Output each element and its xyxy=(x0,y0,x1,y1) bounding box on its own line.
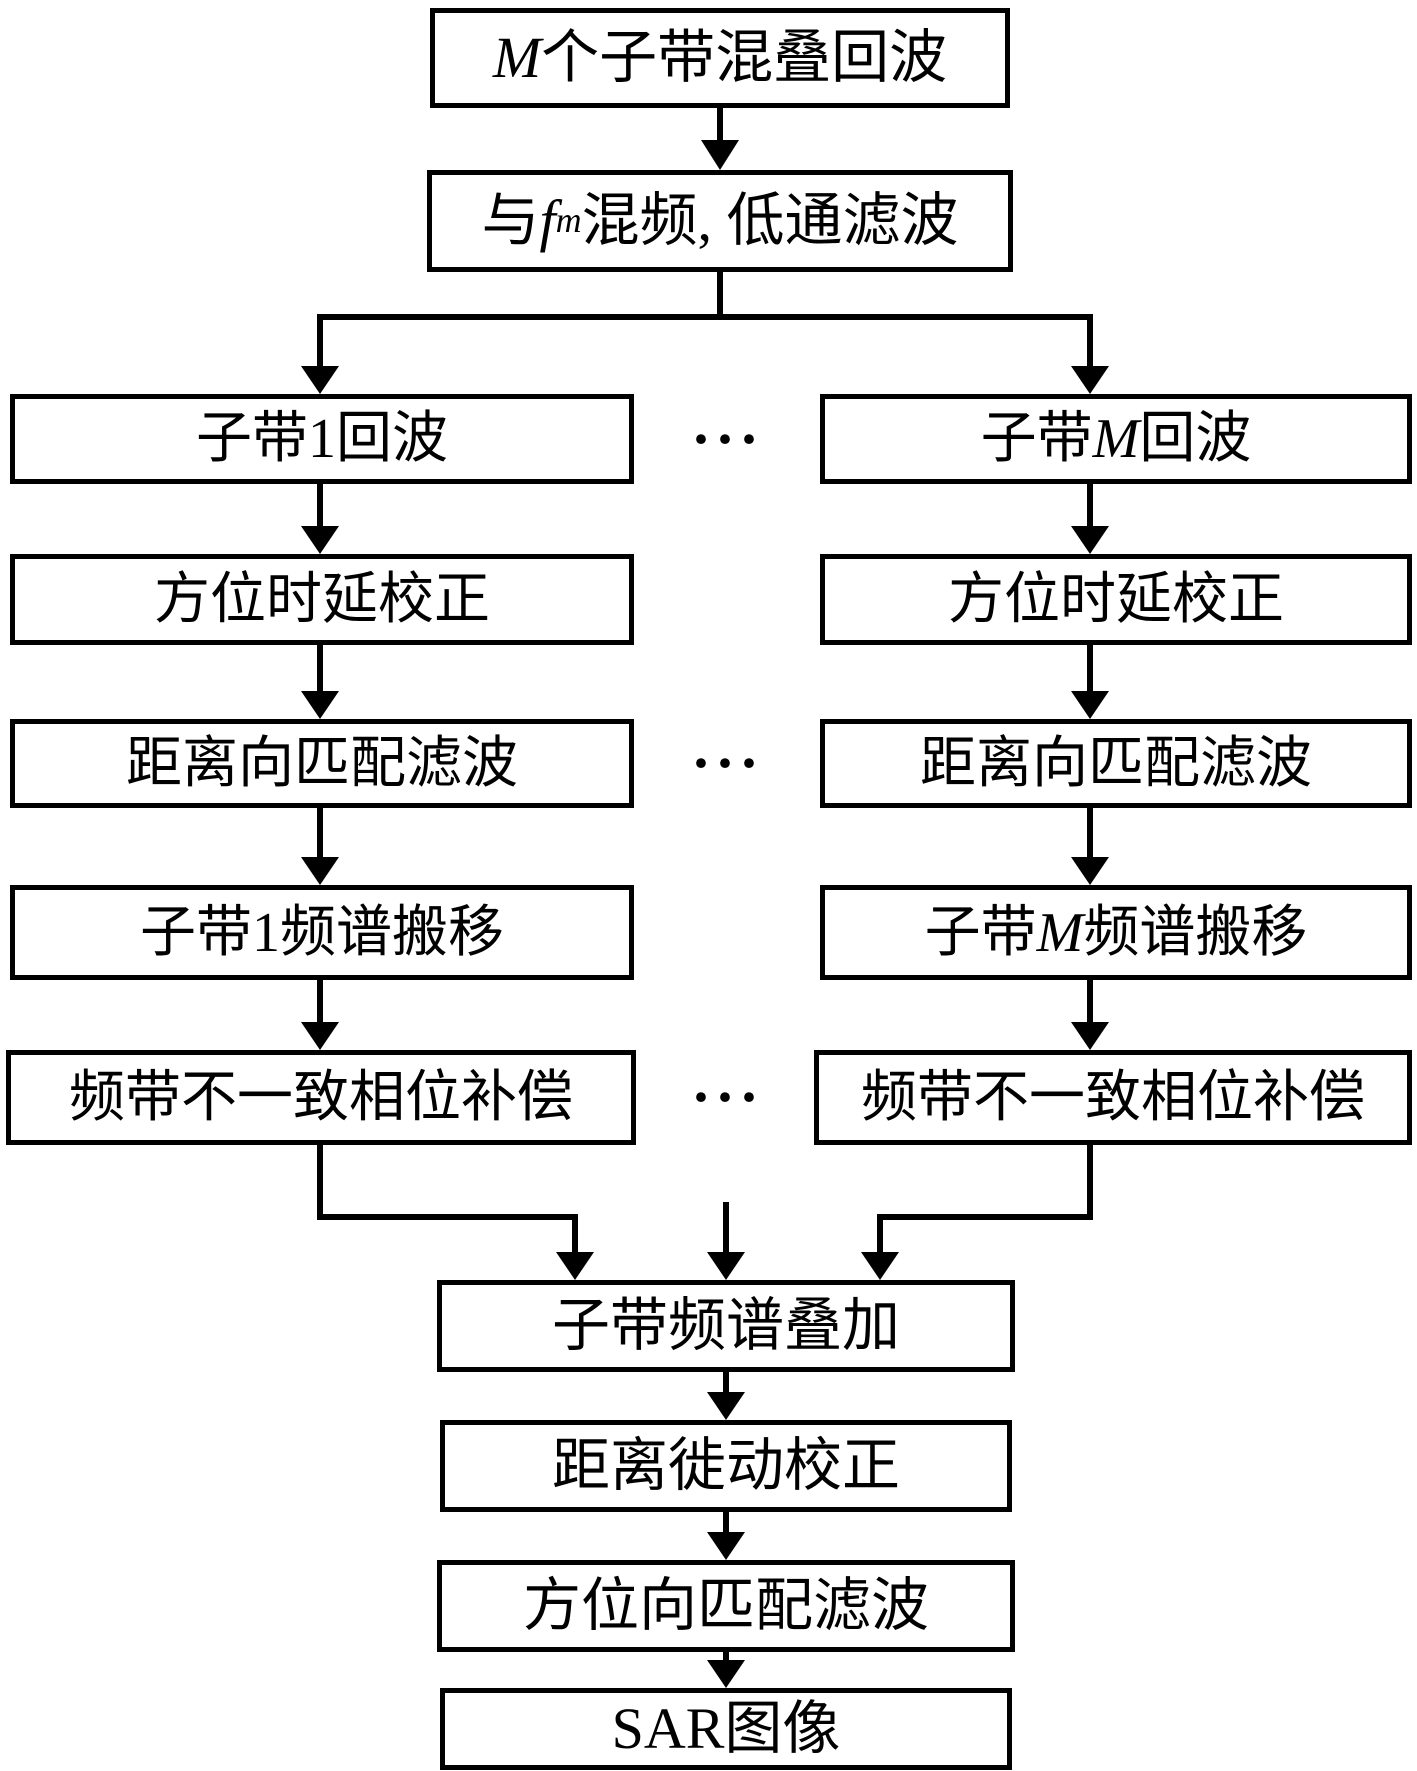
box-right-phase-compensation: 频带不一致相位补偿 xyxy=(814,1050,1412,1145)
ellipsis-row3: ··· xyxy=(690,730,764,796)
right-column-arrows xyxy=(1071,482,1109,1050)
var-f-sub: m xyxy=(555,200,582,241)
box-subband1-echo: 子带1回波 xyxy=(10,394,634,484)
box-subband-spectrum-superposition: 子带频谱叠加 xyxy=(437,1280,1015,1372)
box-azimuth-matched-filter: 方位向匹配滤波 xyxy=(437,1560,1015,1652)
var-M: M xyxy=(1036,901,1084,964)
box-right-phase-comp-label: 频带不一致相位补偿 xyxy=(861,1066,1365,1129)
var-f: f xyxy=(539,188,556,253)
box-subband1-echo-label: 子带1回波 xyxy=(196,408,448,470)
box-right-azimuth-delay-label: 方位时延校正 xyxy=(948,568,1284,631)
ellipsis-row5: ··· xyxy=(690,1064,764,1130)
box-sar-image: SAR图像 xyxy=(440,1688,1012,1770)
box-left-phase-compensation: 频带不一致相位补偿 xyxy=(6,1050,636,1145)
box-subbandM-echo-pre: 子带 xyxy=(980,408,1093,470)
box-subband1-spectrum-shift-label: 子带1频谱搬移 xyxy=(140,901,504,964)
ellipsis-row1: ··· xyxy=(690,406,764,472)
box-left-range-filter-label: 距离向匹配滤波 xyxy=(126,732,518,795)
box-range-migration-correction: 距离徙动校正 xyxy=(440,1420,1012,1512)
var-M: M xyxy=(1092,408,1140,470)
box-left-azimuth-delay-label: 方位时延校正 xyxy=(154,568,490,631)
left-column-arrows xyxy=(301,482,339,1050)
box-right-azimuth-delay-correction: 方位时延校正 xyxy=(820,554,1412,645)
merge-connector xyxy=(317,1143,1093,1280)
split-connector xyxy=(301,270,1109,394)
box-left-phase-comp-label: 频带不一致相位补偿 xyxy=(69,1066,573,1129)
box-sar-image-label: SAR图像 xyxy=(611,1696,841,1761)
box-mix-pre: 与 xyxy=(481,188,540,253)
box-subbandM-echo-rest: 回波 xyxy=(1139,408,1252,470)
box-subband1-spectrum-shift: 子带1频谱搬移 xyxy=(10,885,634,980)
box-subbandM-spectrum-shift-rest: 频谱搬移 xyxy=(1083,901,1308,964)
box-spectrum-sum-label: 子带频谱叠加 xyxy=(551,1293,900,1358)
box-right-range-filter-label: 距离向匹配滤波 xyxy=(920,732,1312,795)
box-mix-rest: 混频, 低通滤波 xyxy=(581,188,959,253)
box-left-range-matched-filter: 距离向匹配滤波 xyxy=(10,719,634,808)
box-subband-aliased-echo-label: 个子带混叠回波 xyxy=(541,25,948,90)
box-subbandM-spectrum-shift-pre: 子带 xyxy=(924,901,1037,964)
box-left-azimuth-delay-correction: 方位时延校正 xyxy=(10,554,634,645)
arrow-top-to-mix xyxy=(701,106,739,170)
box-right-range-matched-filter: 距离向匹配滤波 xyxy=(820,719,1412,808)
box-azimuth-filter-label: 方位向匹配滤波 xyxy=(522,1573,929,1638)
bottom-chain-arrows xyxy=(707,1370,745,1688)
box-rcmc-label: 距离徙动校正 xyxy=(551,1433,900,1498)
var-M: M xyxy=(492,25,542,90)
